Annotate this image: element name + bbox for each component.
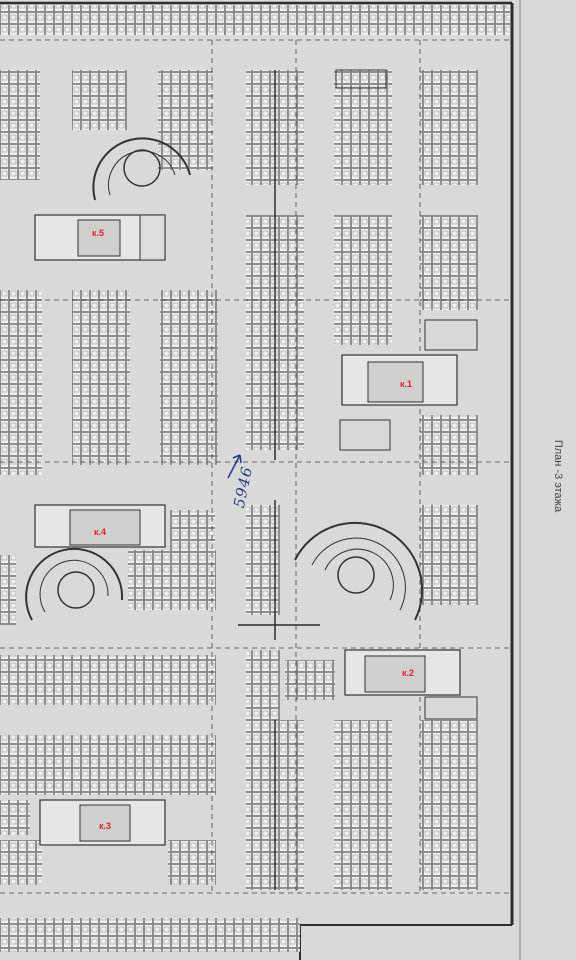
core-label-k2: к.2 bbox=[402, 668, 415, 678]
stall-blocks-upper bbox=[0, 70, 478, 475]
core-label-k1: к.1 bbox=[400, 379, 413, 389]
technical-rooms bbox=[335, 69, 478, 720]
core-k2-block bbox=[344, 649, 461, 696]
core-k5-block bbox=[34, 214, 166, 261]
core-k3-block bbox=[39, 799, 166, 846]
core-label-k5: к.5 bbox=[92, 228, 105, 238]
core-k1-block bbox=[341, 354, 458, 406]
outer-walls bbox=[0, 0, 521, 960]
core-label-k3: к.3 bbox=[99, 821, 112, 831]
handwritten-arrow bbox=[227, 454, 242, 479]
ramp-upper bbox=[92, 137, 191, 201]
core-k4-block bbox=[34, 504, 166, 548]
stall-strip-bottom bbox=[0, 918, 300, 952]
plan-title: План -3 этажа bbox=[552, 439, 565, 513]
core-label-k4: к.4 bbox=[94, 527, 107, 537]
aisle-rails bbox=[238, 70, 320, 890]
ramp-lower bbox=[294, 521, 424, 621]
stall-strip-top bbox=[0, 5, 510, 35]
ramp-middle bbox=[25, 547, 124, 621]
grid-lines bbox=[0, 39, 510, 894]
